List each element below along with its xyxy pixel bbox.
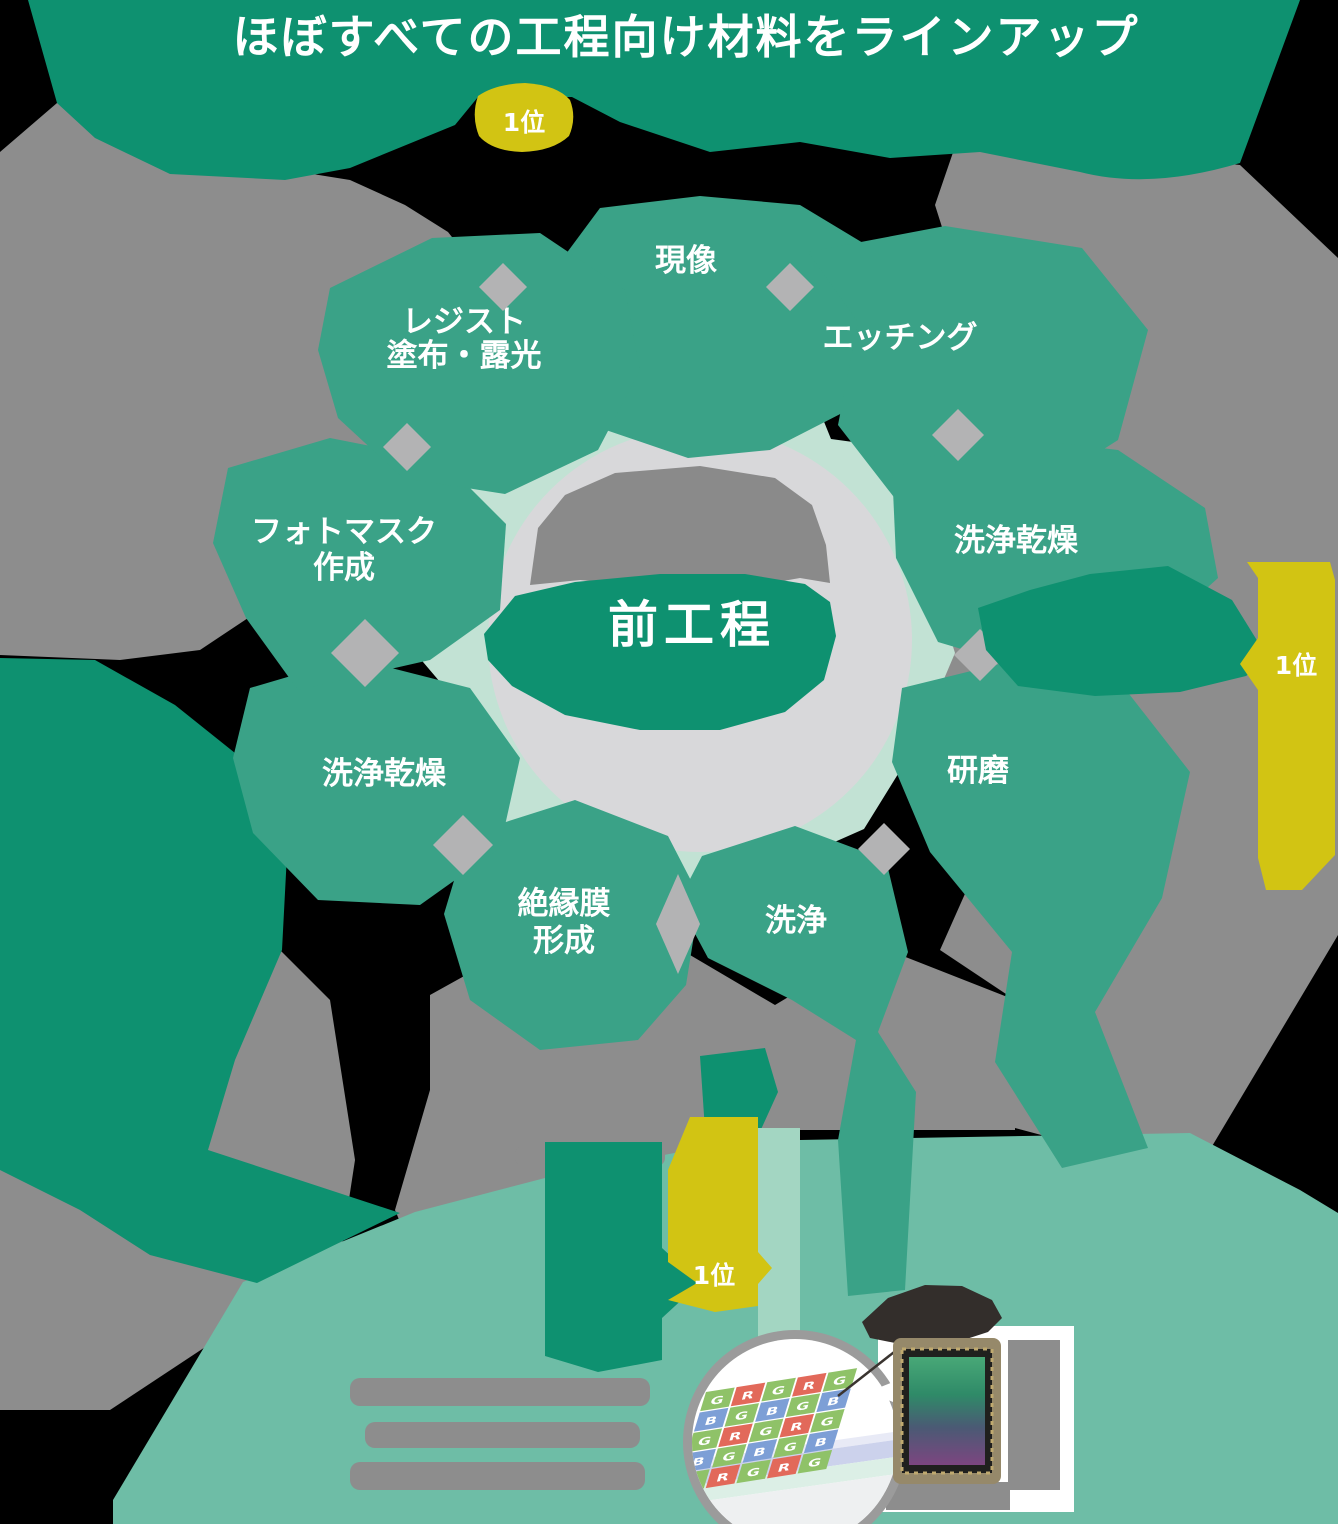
bayer-cell (692, 1428, 723, 1453)
bayer-letter: B (764, 1404, 780, 1418)
center-label: 前工程 (608, 596, 776, 654)
bayer-cell (785, 1393, 821, 1418)
bayer-letter: G (696, 1435, 713, 1449)
title-banner (28, 0, 1300, 180)
bayer-cell (792, 1372, 827, 1397)
bayer-letter: B (825, 1395, 841, 1409)
sensor-photo-gray-band (1008, 1340, 1060, 1490)
dark-green-left-blob (0, 658, 400, 1283)
bayer-letter: G (745, 1466, 762, 1480)
petal-polishing (892, 660, 1190, 1168)
connector-diamond (656, 874, 700, 974)
bayer-letter: G (770, 1384, 787, 1398)
connector-diamond (331, 619, 399, 687)
petal-insulating-film (444, 800, 700, 1050)
connector-diamond (766, 263, 814, 311)
front-end-process-blob (484, 574, 836, 730)
petal-developing (552, 196, 902, 458)
dark-green-blob-small (700, 1048, 778, 1136)
step-label-developing: 現像 (655, 243, 717, 279)
rank-badge-top (474, 83, 574, 152)
bayer-cell (724, 1403, 760, 1427)
sensor-shadow (886, 1482, 1010, 1510)
bayer-cell (822, 1368, 858, 1392)
inner-arrow-silhouette (530, 466, 830, 586)
bayer-cell (779, 1413, 814, 1438)
rank-badge-right-label: 1位 (1275, 651, 1317, 680)
step-label-cleaning: 洗浄 (765, 903, 827, 939)
gray-blob-top-left (0, 103, 480, 660)
bayer-letter: B (813, 1436, 829, 1450)
bayer-cell (797, 1449, 833, 1474)
bayer-cell (712, 1443, 747, 1468)
bayer-cell (730, 1382, 766, 1407)
connector-diamond (433, 815, 493, 875)
bayer-cell (718, 1423, 753, 1448)
rank-badge-bottom (668, 1117, 772, 1312)
bayer-cell (766, 1454, 802, 1479)
page-title: ほぼすべての工程向け材料をラインアップ (233, 10, 1140, 64)
bayer-letter: R (801, 1379, 817, 1393)
bayer-cell (773, 1434, 808, 1458)
right-arrow-band (978, 566, 1262, 696)
bayer-letter: B (690, 1455, 706, 1469)
image-sensor-callout: GRGRGBGBGBGRGRGBGBGBGRGRG (683, 1285, 1074, 1524)
bayer-cell (736, 1459, 771, 1484)
bayer-letter: G (819, 1415, 836, 1429)
bayer-letter: G (806, 1456, 823, 1470)
sensor-die (909, 1357, 985, 1465)
bayer-letter: R (788, 1420, 804, 1434)
camera-silhouette (862, 1285, 1002, 1345)
rank-badge-bottom-label: 1位 (693, 1261, 735, 1290)
rank-badge-right (1240, 562, 1335, 890)
bayer-letter: G (757, 1425, 774, 1439)
bayer-letter: B (703, 1414, 719, 1428)
bayer-cell (755, 1398, 790, 1422)
bottom-arrow-bar (545, 1142, 700, 1372)
bayer-letter: R (727, 1430, 743, 1444)
step-connectors (331, 263, 1006, 974)
bayer-letter: G (733, 1409, 750, 1423)
step-label-polishing: 研磨 (947, 753, 1009, 789)
connector-diamond (932, 409, 984, 461)
bayer-cell (705, 1464, 741, 1489)
pale-strip (758, 1128, 800, 1352)
bayer-cell (761, 1377, 796, 1402)
bayer-letter: R (776, 1461, 792, 1475)
bayer-cell (742, 1439, 778, 1463)
rank-badge-top-label: 1位 (503, 108, 545, 137)
bayer-letter: G (709, 1394, 726, 1408)
bayer-cell (692, 1448, 716, 1473)
step-label-resist: レジスト塗布・露光 (387, 304, 542, 374)
petal-cleaning (678, 826, 916, 1296)
bayer-letter: G (782, 1440, 799, 1454)
petal-etching (808, 226, 1148, 512)
bayer-letter: G (831, 1374, 848, 1388)
connector-diamond (383, 423, 431, 471)
bayer-cell (816, 1388, 851, 1413)
connector-diamond (858, 823, 910, 875)
bayer-cell (810, 1408, 845, 1433)
bayer-grid: GRGRGBGBGBGRGRGBGBGBGRGRG (690, 1368, 858, 1493)
bayer-letter: B (752, 1445, 768, 1459)
bayer-letter: G (720, 1450, 737, 1464)
step-label-cleaning-drying-right: 洗浄乾燥 (954, 523, 1079, 559)
step-label-photomask: フォトマスク作成 (251, 514, 437, 586)
petal-resist (318, 233, 640, 494)
step-label-cleaning-drying-left: 洗浄乾燥 (322, 756, 447, 792)
bayer-cell (700, 1387, 735, 1412)
petal-photomask (213, 438, 506, 690)
bayer-cell (803, 1429, 839, 1454)
bayer-letter: G (794, 1400, 811, 1414)
connector-diamond (479, 263, 527, 311)
bayer-cell (748, 1418, 784, 1443)
bayer-cell (693, 1407, 729, 1432)
bayer-letter: R (715, 1471, 731, 1485)
step-label-etching: エッチング (823, 320, 978, 356)
bayer-letter: R (740, 1389, 756, 1403)
step-label-insulating-film: 絶縁膜形成 (518, 886, 611, 959)
